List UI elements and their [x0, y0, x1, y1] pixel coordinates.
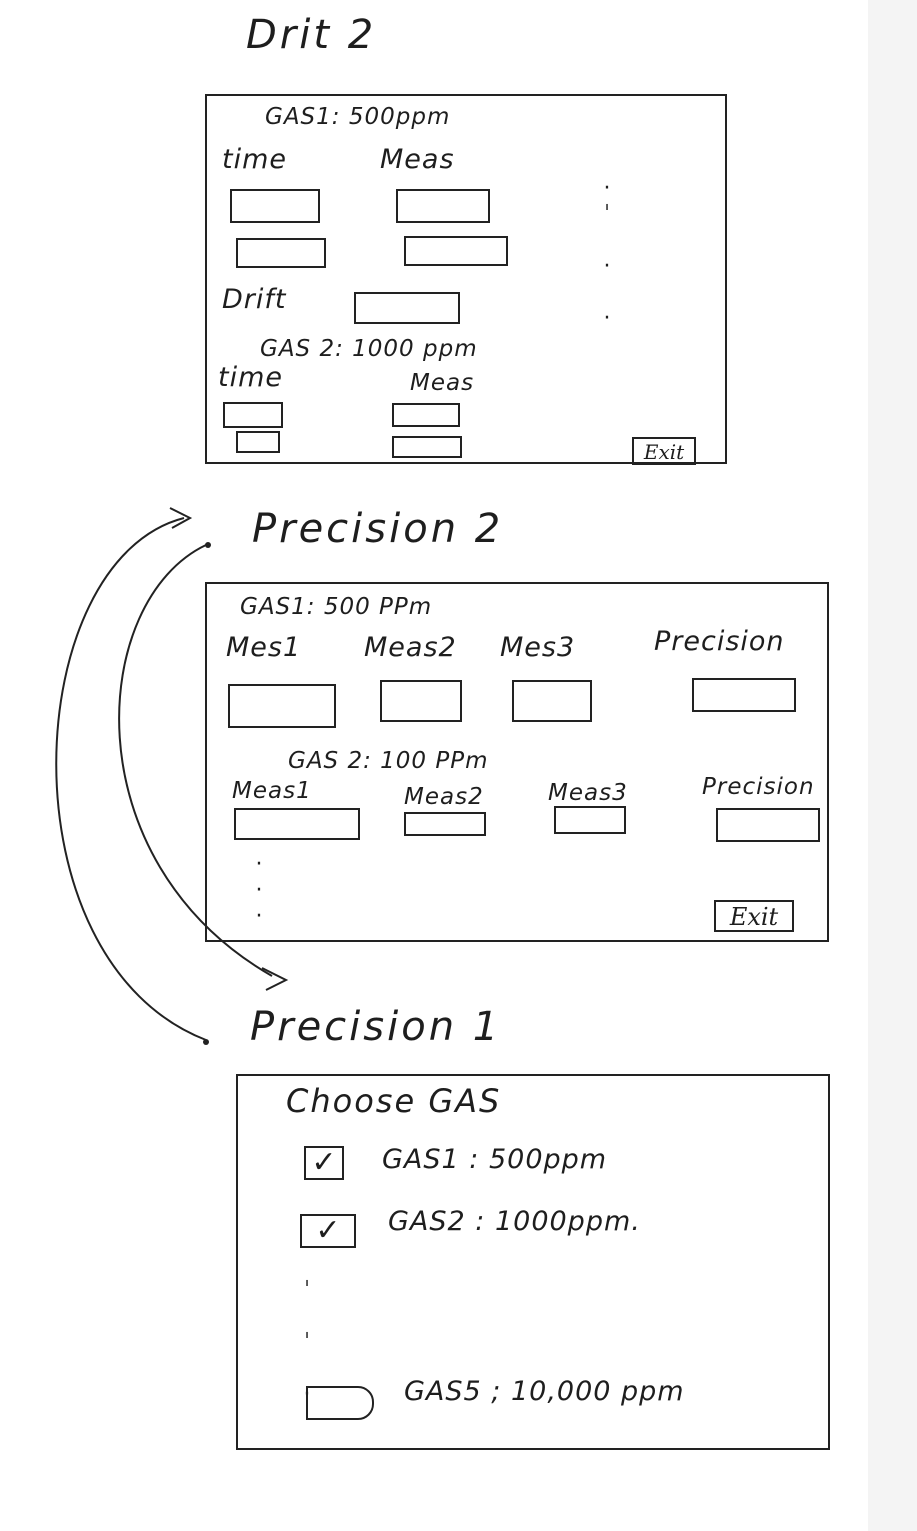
precision2-gas1-label: GAS1: 500 PPm [240, 594, 433, 620]
precision1-title: Precision 1 [250, 1004, 502, 1050]
precision2-row1-header-2: Meas2 [364, 632, 457, 663]
precision2-title: Precision 2 [252, 506, 504, 552]
precision2-row2-field-1[interactable] [234, 808, 360, 840]
precision2-row1-field-2[interactable] [380, 680, 462, 722]
precision2-exit-button[interactable]: Exit [714, 900, 794, 932]
precision2-row1-field-4[interactable] [692, 678, 796, 712]
precision2-row2-header-4: Precision [702, 774, 815, 800]
precision2-row2-header-3: Meas3 [548, 780, 628, 806]
drift2-time-field-1[interactable] [230, 189, 320, 223]
drift2-screen [205, 94, 727, 464]
arrow-head-precision2 [169, 507, 193, 529]
drift2-time-field-2[interactable] [236, 238, 326, 268]
precision2-row1-header-4: Precision [654, 626, 785, 657]
precision2-row2-field-3[interactable] [554, 806, 626, 834]
gas2-option-label: GAS2 : 1000ppm. [388, 1206, 641, 1237]
precision2-row1-field-3[interactable] [512, 680, 592, 722]
drift2-drift-field[interactable] [354, 292, 460, 324]
arrow-precision2-to-precision1 [118, 544, 273, 977]
drift2-gas2-meas-field-1[interactable] [392, 403, 460, 427]
drift2-meas-field-2[interactable] [404, 236, 508, 266]
precision2-row2-header-2: Meas2 [404, 784, 484, 810]
gas2-checkbox[interactable]: ✓ [300, 1214, 356, 1248]
paper-edge [868, 0, 917, 1531]
gas1-option-label: GAS1 : 500ppm [382, 1144, 608, 1175]
drift2-time-header: time [222, 144, 288, 175]
arrow-precision1-to-precision2 [55, 517, 207, 1041]
drift2-meas-header: Meas [380, 144, 455, 175]
drift2-time2-header: time [218, 362, 284, 393]
precision1-heading: Choose GAS [286, 1082, 502, 1120]
precision2-row1-field-1[interactable] [228, 684, 336, 728]
arrow-tail-dot-1 [205, 542, 211, 548]
precision1-screen [236, 1074, 830, 1450]
precision2-ellipsis: ··· [255, 852, 263, 929]
drift2-title: Drit 2 [246, 12, 377, 58]
drift2-meas2-header: Meas [410, 370, 475, 396]
drift2-gas2-time-field-2[interactable] [236, 431, 280, 453]
precision2-row1-header-1: Mes1 [226, 632, 302, 663]
drift2-gas1-label: GAS1: 500ppm [265, 104, 451, 130]
precision2-row2-field-2[interactable] [404, 812, 486, 836]
arrow-tail-dot-2 [203, 1039, 209, 1045]
drift2-gas2-meas-field-2[interactable] [392, 436, 462, 458]
drift2-gas2-time-field-1[interactable] [223, 402, 283, 428]
drift2-meas-field-1[interactable] [396, 189, 490, 223]
precision2-row2-header-1: Meas1 [232, 778, 312, 804]
precision2-screen [205, 582, 829, 942]
drift2-ellipsis: ·ˈ·· [603, 176, 611, 331]
gas5-option-label: GAS5 ; 10,000 ppm [404, 1376, 685, 1407]
precision2-row2-field-4[interactable] [716, 808, 820, 842]
arrow-head-precision1 [261, 967, 289, 991]
gas1-checkbox[interactable]: ✓ [304, 1146, 344, 1180]
precision2-gas2-label: GAS 2: 100 PPm [288, 748, 489, 774]
precision2-row1-header-3: Mes3 [500, 632, 576, 663]
gas5-checkbox[interactable] [306, 1386, 374, 1420]
drift2-drift-label: Drift [222, 284, 287, 315]
drift2-exit-button[interactable]: Exit [632, 437, 696, 465]
drift2-gas2-label: GAS 2: 1000 ppm [260, 336, 478, 362]
